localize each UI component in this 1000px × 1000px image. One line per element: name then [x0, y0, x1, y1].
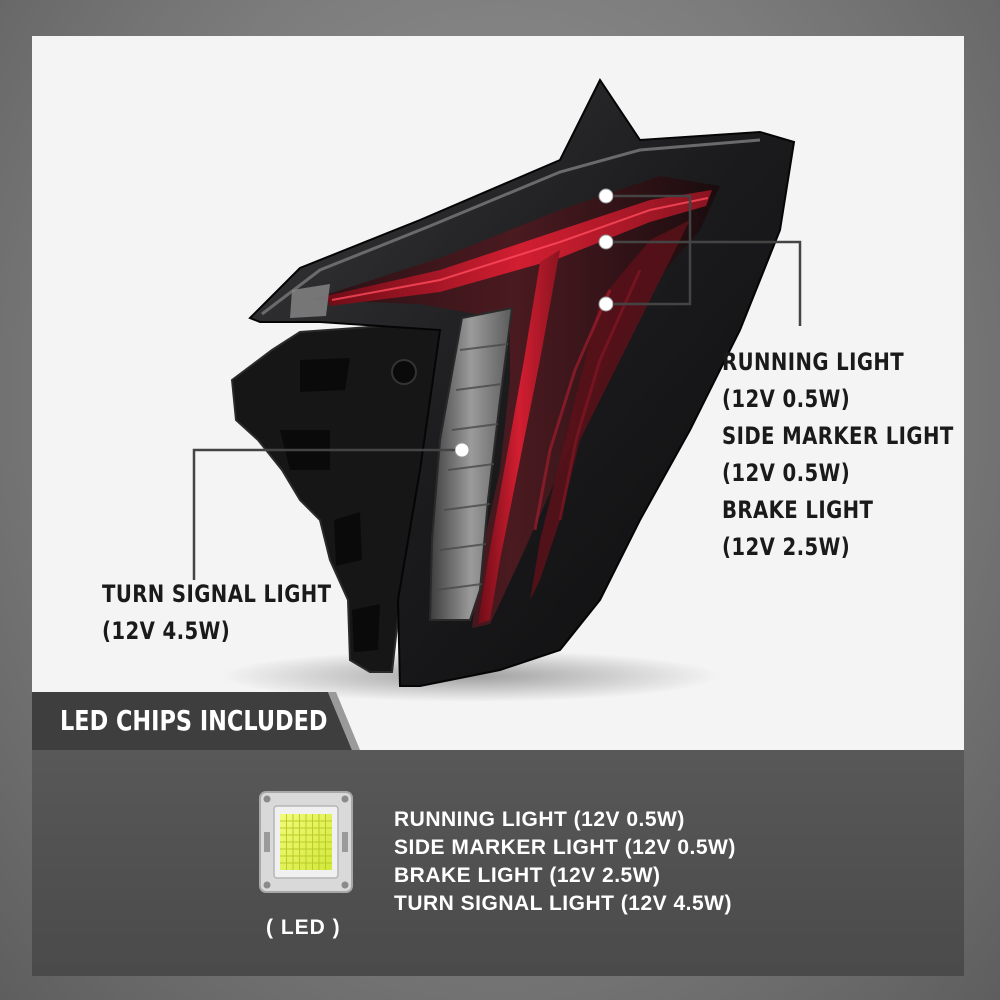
callout-line-4: (12V 0.5W)	[722, 459, 851, 487]
banner-shape	[32, 692, 352, 750]
callout-line-1: RUNNING LIGHT	[722, 348, 905, 376]
callout-turn-line-2: (12V 4.5W)	[102, 617, 231, 645]
led-chip-icon	[259, 791, 353, 893]
running-light-bar	[326, 190, 712, 306]
led-spec-item: TURN SIGNAL LIGHT (12V 4.5W)	[394, 892, 732, 915]
led-chips-banner: LED CHIPS INCLUDED	[60, 704, 328, 737]
brake-light-strip	[478, 250, 560, 624]
callout-rear-functions: RUNNING LIGHT (12V 0.5W) SIDE MARKER LIG…	[722, 344, 954, 566]
led-chip-label: ( LED )	[266, 916, 341, 939]
led-info-panel	[32, 750, 964, 976]
callout-line-6: (12V 2.5W)	[722, 533, 851, 561]
led-spec-item: SIDE MARKER LIGHT (12V 0.5W)	[394, 836, 736, 859]
callout-turn-line-1: TURN SIGNAL LIGHT	[102, 580, 332, 608]
led-spec-item: BRAKE LIGHT (12V 2.5W)	[394, 864, 661, 887]
callout-turn-signal: TURN SIGNAL LIGHT (12V 4.5W)	[102, 576, 332, 650]
callout-line-5: BRAKE LIGHT	[722, 496, 874, 524]
led-spec-item: RUNNING LIGHT (12V 0.5W)	[394, 808, 685, 831]
led-spec-list: RUNNING LIGHT (12V 0.5W) SIDE MARKER LIG…	[394, 806, 736, 918]
callout-line-3: SIDE MARKER LIGHT	[722, 422, 954, 450]
callout-line-2: (12V 0.5W)	[722, 385, 851, 413]
